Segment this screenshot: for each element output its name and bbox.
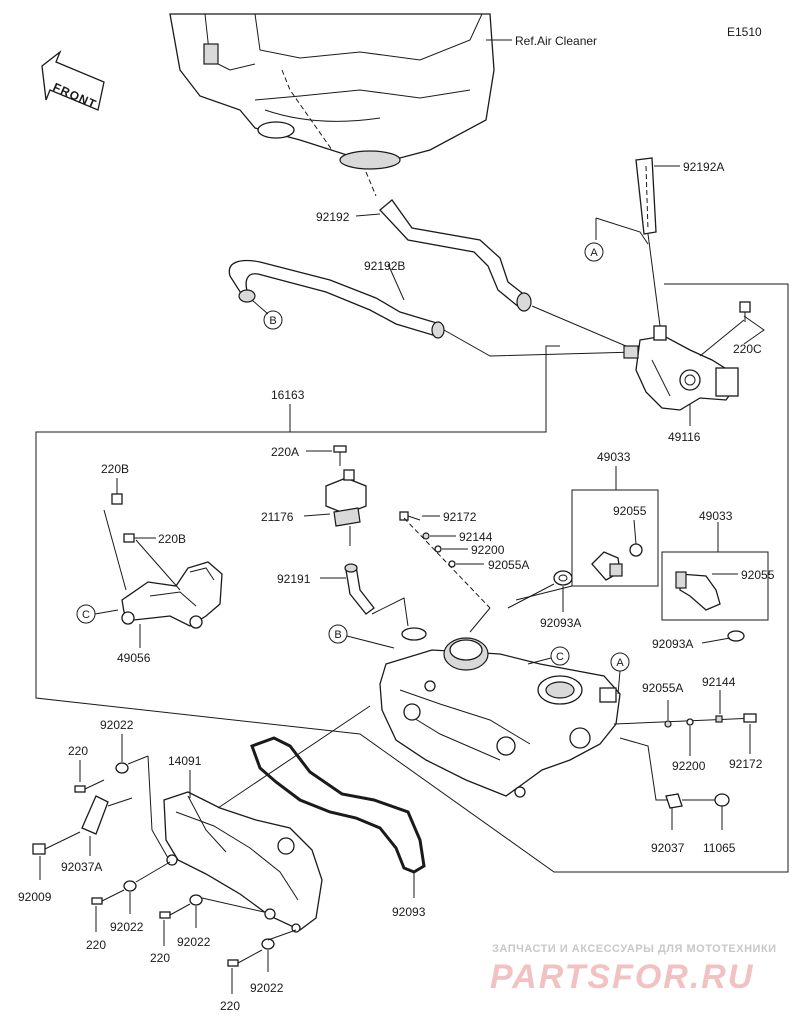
part-label-220b-upper: 220B bbox=[101, 462, 129, 476]
svg-text:A: A bbox=[590, 247, 598, 259]
part-label-92055a-top: 92055A bbox=[488, 558, 529, 572]
callout-a-top: A bbox=[584, 242, 604, 262]
part-label-92055a-right: 92055A bbox=[642, 681, 683, 695]
svg-text:A: A bbox=[616, 657, 624, 669]
part-label-92192a: 92192A bbox=[683, 160, 724, 174]
callout-a-mid: A bbox=[610, 652, 630, 672]
hose-92192a bbox=[635, 157, 661, 327]
part-label-220-mid: 220 bbox=[86, 938, 106, 952]
part-label-49033-left: 49033 bbox=[597, 450, 631, 464]
part-label-92192b: 92192B bbox=[364, 259, 405, 273]
part-label-16163: 16163 bbox=[271, 388, 305, 402]
injector-49033-right bbox=[675, 571, 721, 611]
part-label-14091: 14091 bbox=[168, 754, 202, 768]
part-label-92093a-left: 92093A bbox=[540, 616, 581, 630]
tube-92191 bbox=[344, 563, 375, 615]
bolt-92172-right-icon bbox=[743, 713, 757, 723]
idle-control-valve-49116 bbox=[623, 325, 739, 411]
washer-92022-bottom-icon bbox=[261, 938, 275, 950]
part-label-92022-mid: 92022 bbox=[110, 920, 144, 934]
part-label-92022-bottom: 92022 bbox=[250, 981, 284, 995]
o-ring-92055a-right-icon bbox=[664, 720, 672, 728]
part-label-92037: 92037 bbox=[651, 841, 685, 855]
part-label-92037a: 92037A bbox=[61, 860, 102, 874]
part-label-220-top: 220 bbox=[68, 744, 88, 758]
part-label-49033-right: 49033 bbox=[699, 509, 733, 523]
watermark-tagline: ЗАПЧАСТИ И АКСЕССУАРЫ ДЛЯ МОТОТЕХНИКИ bbox=[492, 943, 777, 955]
screw-220a-icon bbox=[333, 445, 347, 466]
washer-92022-mid-icon bbox=[123, 880, 137, 892]
clamp-92037a-icon bbox=[81, 795, 109, 835]
o-ring-92200-icon bbox=[434, 545, 442, 553]
svg-text:B: B bbox=[334, 629, 341, 641]
part-label-21176: 21176 bbox=[261, 510, 294, 524]
bolt-92172-icon bbox=[399, 511, 421, 521]
o-ring-92055-left-icon bbox=[629, 543, 643, 557]
part-label-220-bottom: 220 bbox=[220, 999, 240, 1013]
svg-text:B: B bbox=[269, 315, 276, 327]
part-label-49056: 49056 bbox=[117, 651, 151, 665]
part-label-92191: 92191 bbox=[277, 572, 311, 586]
hose-92192b bbox=[228, 259, 445, 339]
throttle-body bbox=[379, 627, 621, 798]
callout-b-top: B bbox=[263, 310, 283, 330]
callout-b-mid: B bbox=[328, 624, 348, 644]
sensor-49033-left bbox=[591, 551, 623, 581]
seal-92093a-icon bbox=[553, 570, 573, 586]
screw-220b-upper-icon bbox=[111, 478, 123, 505]
clamp-92037-icon bbox=[665, 793, 683, 809]
o-ring-92055a-icon bbox=[448, 560, 456, 568]
kit-49033-right-box bbox=[661, 551, 769, 621]
bolt-92009-icon bbox=[32, 831, 81, 855]
part-label-92055-left: 92055 bbox=[613, 504, 647, 518]
washer-92022-top-icon bbox=[115, 762, 129, 774]
svg-text:C: C bbox=[82, 609, 90, 621]
part-label-220a: 220A bbox=[271, 445, 299, 459]
thermostat-housing-49056 bbox=[121, 561, 223, 629]
part-label-92093: 92093 bbox=[392, 905, 426, 919]
part-label-92009: 92009 bbox=[18, 890, 52, 904]
part-label-92192: 92192 bbox=[316, 210, 350, 224]
part-label-92200: 92200 bbox=[471, 543, 505, 557]
part-label-92144: 92144 bbox=[459, 530, 493, 544]
bolt-220-bottom-icon bbox=[227, 949, 263, 967]
cap-11065-icon bbox=[714, 793, 730, 807]
throttle-cover-14091 bbox=[163, 791, 323, 933]
part-label-92200-right: 92200 bbox=[672, 759, 706, 773]
svg-text:C: C bbox=[556, 651, 564, 663]
part-label-92172: 92172 bbox=[443, 510, 477, 524]
callout-c-mid: C bbox=[550, 646, 570, 666]
bolt-220-top-icon bbox=[74, 779, 105, 793]
callout-c-left: C bbox=[76, 604, 96, 624]
part-label-92144-right: 92144 bbox=[702, 675, 736, 689]
part-label-92055-right: 92055 bbox=[741, 568, 775, 582]
part-label-11065: 11065 bbox=[703, 841, 736, 855]
front-arrow-icon: FRONT bbox=[41, 50, 105, 112]
part-label-49116: 49116 bbox=[668, 430, 701, 444]
bolt-220-right-icon bbox=[159, 903, 191, 919]
part-label-92093a-right: 92093A bbox=[652, 637, 693, 651]
washer-92144-icon bbox=[422, 532, 430, 540]
map-sensor-21176 bbox=[325, 469, 367, 527]
bolt-220-mid-icon bbox=[91, 889, 125, 905]
ref-air-cleaner-label: Ref.Air Cleaner bbox=[515, 34, 597, 48]
part-label-92022-right: 92022 bbox=[177, 935, 211, 949]
part-label-220c: 220C bbox=[733, 342, 762, 356]
washer-92022-right-icon bbox=[189, 894, 203, 906]
seal-92093a-right-icon bbox=[727, 630, 745, 642]
part-label-220b-lower: 220B bbox=[158, 532, 186, 546]
assembly-frame-16163 bbox=[35, 283, 789, 873]
kit-49033-left-box bbox=[571, 489, 659, 587]
hose-92192 bbox=[379, 199, 532, 312]
air-cleaner-reference bbox=[169, 13, 512, 170]
o-ring-92200-right-icon bbox=[686, 718, 694, 726]
diagram-code: E1510 bbox=[727, 25, 762, 39]
part-label-220-right: 220 bbox=[150, 951, 170, 965]
screw-220b-lower-icon bbox=[123, 533, 156, 543]
washer-92144-right-icon bbox=[715, 715, 723, 723]
part-label-92172-right: 92172 bbox=[729, 757, 763, 771]
watermark-logo: PARTSFOR.RU bbox=[490, 958, 754, 996]
part-label-92022-top: 92022 bbox=[100, 718, 134, 732]
